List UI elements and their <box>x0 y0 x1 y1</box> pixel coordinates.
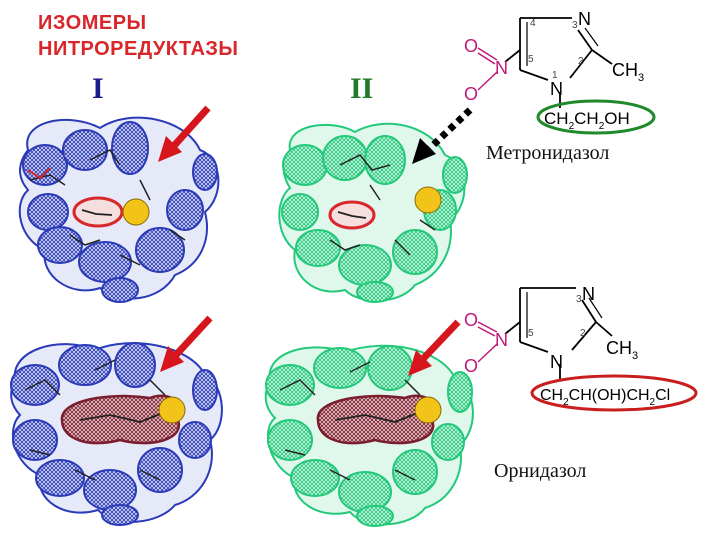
protein-isomer-2-ornidazole <box>264 344 474 527</box>
metronidazole-sidechain-highlight <box>536 99 656 135</box>
nitro-n: N <box>495 58 508 78</box>
red-arrows <box>158 105 461 376</box>
ornidazole-structure: N N N O O 3 2 5 CH3 CH2CH(OH)CH2Cl <box>464 284 698 412</box>
page-title: ИЗОМЕРЫ НИТРОРЕДУКТАЗЫ <box>38 10 239 62</box>
ornidazole-sidechain: CH2CH(OH)CH2Cl <box>540 387 670 408</box>
title-line-2: НИТРОРЕДУКТАЗЫ <box>38 38 239 60</box>
ring-methyl-label: CH3 <box>612 60 644 84</box>
isomer-label-1: I <box>92 72 104 105</box>
ornidazole-sidechain-highlight <box>530 374 698 412</box>
nitro-o-upper: O <box>464 36 478 56</box>
cofactor-sphere-4 <box>414 396 442 424</box>
position-3: 3 <box>572 20 578 31</box>
cofactor-sphere-1 <box>122 198 150 226</box>
dashed-arrow <box>412 107 473 164</box>
title-line-1: ИЗОМЕРЫ <box>38 12 147 34</box>
nitro-o-upper-orn: O <box>464 310 478 330</box>
arrow-1-icon <box>158 136 182 162</box>
position-5-orn: 5 <box>528 328 534 339</box>
position-4: 4 <box>530 18 536 29</box>
ligand-outline-1 <box>72 196 124 228</box>
metronidazole-structure: N N N O O 4 3 2 1 5 CH3 CH2CH2OH <box>464 9 656 135</box>
ligand-outline-2 <box>328 200 376 230</box>
nitro-n-orn: N <box>495 330 508 350</box>
protein-isomer-2-metronidazole <box>278 122 468 303</box>
protein-isomer-1-metronidazole <box>18 116 220 303</box>
nitro-o-lower-orn: O <box>464 356 478 376</box>
ring-n-1-orn: N <box>550 352 563 372</box>
protein-isomer-1-ornidazole <box>10 342 223 526</box>
nitro-o-lower: O <box>464 84 478 104</box>
arrow-3-icon <box>408 350 432 376</box>
position-2: 2 <box>578 56 584 67</box>
ornidazole-name: Орнидазол <box>494 460 587 482</box>
arrow-2-icon <box>160 346 184 372</box>
metronidazole-name: Метронидазол <box>486 142 610 164</box>
ring-methyl-label-orn: CH3 <box>606 338 638 362</box>
position-1: 1 <box>552 70 558 81</box>
position-3-orn: 3 <box>576 294 582 305</box>
ring-n-3-orn: N <box>582 284 595 304</box>
position-5: 5 <box>528 54 534 65</box>
metronidazole-sidechain: CH2CH2OH <box>544 109 630 132</box>
position-2-orn: 2 <box>580 328 586 339</box>
ring-n-3: N <box>578 9 591 29</box>
cofactor-sphere-2 <box>414 186 442 214</box>
isomer-label-2: II <box>350 72 374 105</box>
ring-n-1: N <box>550 79 563 99</box>
dashed-arrow-head-icon <box>412 138 436 164</box>
cofactor-sphere-3 <box>158 396 186 424</box>
